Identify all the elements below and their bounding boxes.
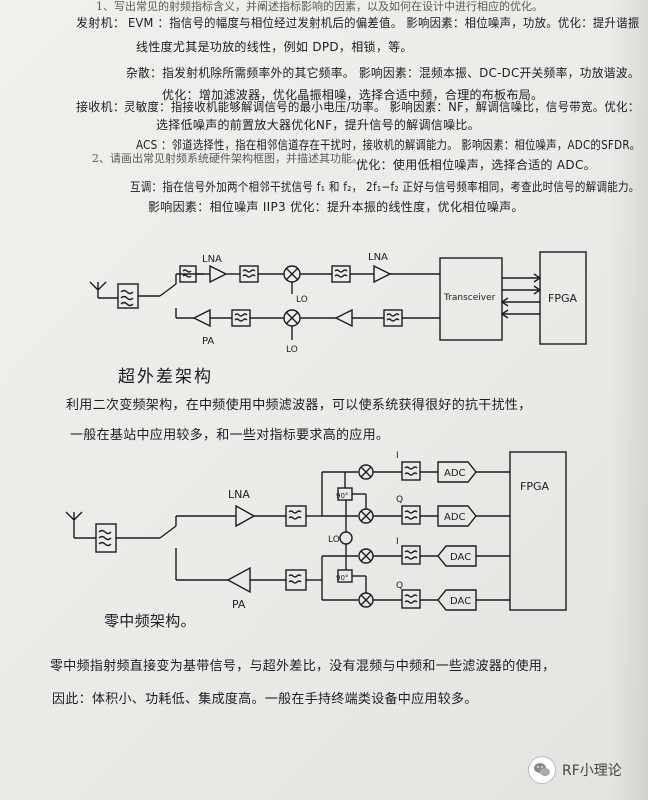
fpga-block-2 [509,451,567,611]
question-2: 2、请画出常见射频系统硬件架构框图，并描述其功能。 [92,152,363,165]
zero-if-title: 零中频架构。 [104,612,196,630]
question-1: 1、写出常见的射频指标含义，并阐述指标影响的因素，以及如何在设计中进行相应的优化… [96,0,543,13]
phase-shift-label-bottom: 90° [336,574,348,582]
lna-label-top: LNA [202,254,222,265]
fpga-label-1: FPGA [548,292,577,305]
q-label-bottom: Q [396,581,403,591]
tx-driver-amplifier-icon [334,308,353,328]
adc-label-1: ADC [444,468,466,479]
superheterodyne-title: 超外差架构 [118,367,213,387]
rx-filter-icon [285,505,307,527]
rx-i-filter-icon [401,461,421,481]
adc-2-block [437,505,477,527]
lo-source-icon [339,531,353,545]
lo-label: LO [328,535,340,545]
page-shadow [610,0,648,800]
tx-label: 发射机： [76,16,126,30]
tx-filter-icon [285,569,307,591]
sens-line-2: 选择低噪声的前置放大器优化NF，提升信号的解调信噪比。 [156,118,480,132]
acs-line-2: 优化：使用低相位噪声，选择合适的 ADC。 [356,158,596,172]
watermark: RF小理论 [528,756,622,784]
lna-label-right: LNA [368,252,388,263]
i-label-top: I [396,451,399,461]
if-lna-amplifier-icon [373,264,392,284]
evm-line-1: EVM ：指信号的幅度与相位经过发射机后的偏差值。 影响因素：相位噪声，功放。优… [128,16,640,30]
spur-line-1: 杂散：指发射机除所需频率外的其它频率。 影响因素：混频本振、DC-DC开关频率，… [126,66,640,80]
im-line-1: 互调：指在信号外加两个相邻干扰信号 f₁ 和 f₂， 2f₁−f₂ 正好与信号频… [130,180,640,194]
zero-if-desc-2: 因此：体积小、功耗低、集成度高。一般在手持终端类设备中应用较多。 [52,692,478,707]
dac-label-2: DAC [450,596,471,607]
im-line-2: 影响因素：相位噪声 IIP3 优化：提升本振的线性度，优化相位噪声。 [148,200,524,214]
evm-line-2: 线性度尤其是功放的线性，例如 DPD，相锁，等。 [136,40,413,54]
spur-line-2: 优化：增加滤波器，优化晶振相噪，选择合适中频，合理的布板布局。 [162,88,544,102]
dac-label-1: DAC [450,552,471,563]
q-label-top: Q [396,495,403,505]
tx-rx-switch-icon [159,525,177,539]
transceiver-label: Transceiver [443,293,496,303]
superheterodyne-diagram: LNA LNA LO LO PA Transceiver FPGA [89,251,587,355]
tx-filter-1-icon [231,309,251,327]
fpga-block-1 [539,251,587,345]
pa-amplifier-icon [192,308,211,328]
tx-i-filter-icon [401,545,421,565]
if-filter-icon [331,265,351,283]
tx-q-filter-icon [401,589,421,609]
lna-label: LNA [228,488,250,501]
lna-amplifier-icon [209,264,228,284]
lo-label-top: LO [296,295,308,305]
zero-if-desc-1: 零中频指射频直接变为基带信号，与超外差比，没有混频与中频和一些滤波器的使用， [50,659,556,674]
pa-label: PA [202,336,214,347]
acs-line-1: ACS ：邻道选择性，指在相邻信道存在干扰时，接收机的解调能力。 影响因素：相位… [136,138,641,152]
tx-filter-2-icon [383,309,403,327]
lo-label-bottom: LO [286,345,298,355]
fpga-label-2: FPGA [520,480,549,493]
rx-q-filter-icon [401,505,421,525]
wechat-logo-icon [528,756,556,784]
rx-filter-2-icon [239,265,259,283]
antenna-icon [89,281,107,298]
lna-amplifier-icon [235,504,256,528]
superheterodyne-desc-1: 利用二次变频架构，在中频使用中频滤波器，可以使系统获得很好的抗干扰性， [66,398,532,413]
watermark-text: RF小理论 [562,763,622,779]
sens-line-1: 灵敏度：指接收机能够解调信号的最小电压/功率。 影响因素：NF，解调信噪比，信号… [124,100,640,114]
adc-1-block [437,461,477,483]
i-label-bottom: I [396,537,399,547]
dac-2-block [437,589,477,611]
zero-if-diagram: LNA PA LO I Q I Q 90° 90° ADC ADC DAC DA… [65,451,567,611]
rx-label: 接收机： [76,100,126,114]
tx-rx-switch-icon [159,283,177,297]
adc-label-2: ADC [444,512,466,523]
transceiver-block [439,257,503,341]
antenna-icon [65,511,83,538]
superheterodyne-desc-2: 一般在基站中应用较多，和一些对指标要求高的应用。 [70,428,390,443]
pa-label: PA [232,598,246,611]
phase-shift-label-top: 90° [336,492,348,500]
pa-amplifier-icon [226,566,251,594]
dac-1-block [437,545,477,567]
